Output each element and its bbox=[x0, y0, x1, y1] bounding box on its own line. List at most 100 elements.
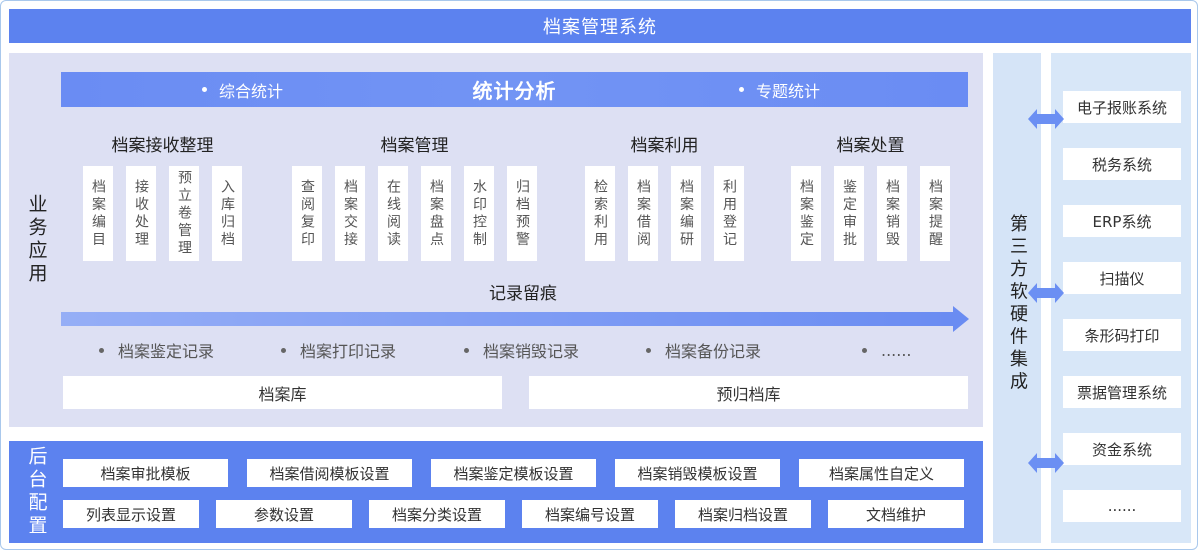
group-title: 档案接收整理 bbox=[111, 135, 214, 156]
device-scanner: 扫描仪 bbox=[1063, 262, 1181, 294]
config-list-display: 列表显示设置 bbox=[63, 500, 199, 528]
record-appraisal: 档案鉴定记录 bbox=[99, 339, 214, 361]
system-more: ...... bbox=[1063, 490, 1181, 522]
config-document-maintenance: 文档维护 bbox=[828, 500, 964, 528]
card-label: 水印控制 bbox=[471, 178, 487, 249]
record-label: ...... bbox=[881, 340, 912, 360]
system-e-reimbursement: 电子报账系统 bbox=[1063, 91, 1181, 123]
statistics-title: 统计分析 bbox=[472, 79, 557, 103]
stats-comprehensive: 综合统计 bbox=[202, 72, 283, 107]
card-pre-filing-management: 预立卷管理 bbox=[169, 166, 199, 261]
stats-topical: 专题统计 bbox=[739, 72, 820, 107]
card-compilation-research: 档案编研 bbox=[671, 166, 701, 261]
module-card-row: 查阅复印 档案交接 在线阅读 档案盘点 水印控制 归档预警 bbox=[292, 166, 537, 261]
card-appraisal: 档案鉴定 bbox=[791, 166, 821, 261]
card-borrowing: 档案借阅 bbox=[628, 166, 658, 261]
bullet-icon bbox=[99, 347, 104, 353]
record-destruction: 档案销毁记录 bbox=[464, 339, 579, 361]
integration-label-text: 第三方软硬件集成 bbox=[1007, 214, 1028, 394]
card-label: 鉴定审批 bbox=[841, 178, 857, 249]
bullet-icon bbox=[646, 347, 651, 353]
backend-config-panel: 后台配置 档案审批模板 档案借阅模板设置 档案鉴定模板设置 档案销毁模板设置 档… bbox=[9, 441, 983, 543]
records-title: 记录留痕 bbox=[489, 283, 557, 304]
backend-label-text: 后台配置 bbox=[25, 446, 48, 538]
backend-panel-label: 后台配置 bbox=[21, 441, 51, 543]
integration-label: 第三方软硬件集成 bbox=[993, 53, 1041, 543]
module-card-row: 检索利用 档案借阅 档案编研 利用登记 bbox=[585, 166, 744, 261]
card-search-use: 检索利用 bbox=[585, 166, 615, 261]
flow-arrow-icon bbox=[61, 306, 969, 332]
group-title: 档案利用 bbox=[630, 135, 699, 156]
group-title: 档案处置 bbox=[836, 135, 905, 156]
card-reminder: 档案提醒 bbox=[920, 166, 950, 261]
card-filing-alert: 归档预警 bbox=[507, 166, 537, 261]
group-title: 档案管理 bbox=[380, 135, 449, 156]
record-label: 档案销毁记录 bbox=[483, 342, 580, 361]
record-label: 档案鉴定记录 bbox=[118, 342, 215, 361]
system-fund: 资金系统 bbox=[1063, 433, 1181, 465]
card-label: 档案借阅 bbox=[635, 178, 651, 249]
card-online-reading: 在线阅读 bbox=[378, 166, 408, 261]
card-inventory: 档案盘点 bbox=[421, 166, 451, 261]
system-title-bar: 档案管理系统 bbox=[9, 9, 1191, 43]
record-more: ...... bbox=[862, 339, 912, 361]
system-erp: ERP系统 bbox=[1063, 205, 1181, 237]
card-label: 查阅复印 bbox=[299, 178, 315, 249]
config-numbering: 档案编号设置 bbox=[522, 500, 658, 528]
bullet-icon bbox=[202, 87, 207, 92]
group-archive-intake: 档案接收整理 档案编目 接收处理 预立卷管理 入库归档 bbox=[83, 130, 242, 261]
card-label: 档案交接 bbox=[342, 178, 358, 249]
config-attribute-customization: 档案属性自定义 bbox=[799, 459, 964, 487]
config-parameters: 参数设置 bbox=[216, 500, 352, 528]
business-application-panel: 业务应用 统计分析 综合统计 专题统计 档案接收整理 档案编目 接收处理 预立卷… bbox=[9, 53, 983, 427]
bullet-icon bbox=[281, 347, 286, 353]
card-label: 档案鉴定 bbox=[798, 178, 814, 249]
config-classification: 档案分类设置 bbox=[369, 500, 505, 528]
card-label: 利用登记 bbox=[721, 178, 737, 249]
card-label: 在线阅读 bbox=[385, 178, 401, 249]
system-invoice-management: 票据管理系统 bbox=[1063, 376, 1181, 408]
double-arrow-icon bbox=[1028, 453, 1064, 473]
card-label: 预立卷管理 bbox=[176, 169, 192, 258]
group-archive-disposal: 档案处置 档案鉴定 鉴定审批 档案销毁 档案提醒 bbox=[791, 130, 950, 261]
stats-comprehensive-label: 综合统计 bbox=[219, 81, 284, 101]
module-card-row: 档案编目 接收处理 预立卷管理 入库归档 bbox=[83, 166, 242, 261]
record-backup: 档案备份记录 bbox=[646, 339, 761, 361]
record-print: 档案打印记录 bbox=[281, 339, 396, 361]
card-warehousing-archiving: 入库归档 bbox=[212, 166, 242, 261]
external-systems-column: 电子报账系统 税务系统 ERP系统 扫描仪 条形码打印 票据管理系统 资金系统 … bbox=[1051, 53, 1191, 543]
config-appraisal-template: 档案鉴定模板设置 bbox=[431, 459, 596, 487]
card-label: 档案编研 bbox=[678, 178, 694, 249]
card-label: 归档预警 bbox=[514, 178, 530, 249]
bullet-icon bbox=[464, 347, 469, 353]
bullet-icon bbox=[862, 347, 867, 353]
card-handover: 档案交接 bbox=[335, 166, 365, 261]
card-usage-registration: 利用登记 bbox=[714, 166, 744, 261]
card-label: 检索利用 bbox=[592, 178, 608, 249]
card-label: 接收处理 bbox=[133, 178, 149, 249]
card-label: 入库归档 bbox=[219, 178, 235, 249]
system-title: 档案管理系统 bbox=[543, 17, 657, 38]
double-arrow-icon bbox=[1028, 283, 1064, 303]
config-row: 列表显示设置 参数设置 档案分类设置 档案编号设置 档案归档设置 文档维护 bbox=[63, 500, 964, 528]
card-appraisal-approval: 鉴定审批 bbox=[834, 166, 864, 261]
pre-archive-repository: 预归档库 bbox=[529, 376, 968, 409]
group-archive-utilization: 档案利用 检索利用 档案借阅 档案编研 利用登记 bbox=[585, 130, 744, 261]
card-label: 档案销毁 bbox=[884, 178, 900, 249]
double-arrow-icon bbox=[1028, 109, 1064, 129]
config-archiving: 档案归档设置 bbox=[675, 500, 811, 528]
config-approval-template: 档案审批模板 bbox=[63, 459, 228, 487]
config-borrowing-template: 档案借阅模板设置 bbox=[247, 459, 412, 487]
module-card-row: 档案鉴定 鉴定审批 档案销毁 档案提醒 bbox=[791, 166, 950, 261]
business-panel-label: 业务应用 bbox=[21, 53, 51, 427]
archive-repository: 档案库 bbox=[63, 376, 502, 409]
group-archive-management: 档案管理 查阅复印 档案交接 在线阅读 档案盘点 水印控制 归档预警 bbox=[292, 130, 537, 261]
card-label: 档案提醒 bbox=[927, 178, 943, 249]
business-label-text: 业务应用 bbox=[25, 194, 48, 286]
system-tax: 税务系统 bbox=[1063, 148, 1181, 180]
bullet-icon bbox=[739, 87, 744, 92]
card-destruction: 档案销毁 bbox=[877, 166, 907, 261]
stats-topical-label: 专题统计 bbox=[756, 81, 821, 101]
statistics-bar: 统计分析 综合统计 专题统计 bbox=[61, 72, 968, 107]
